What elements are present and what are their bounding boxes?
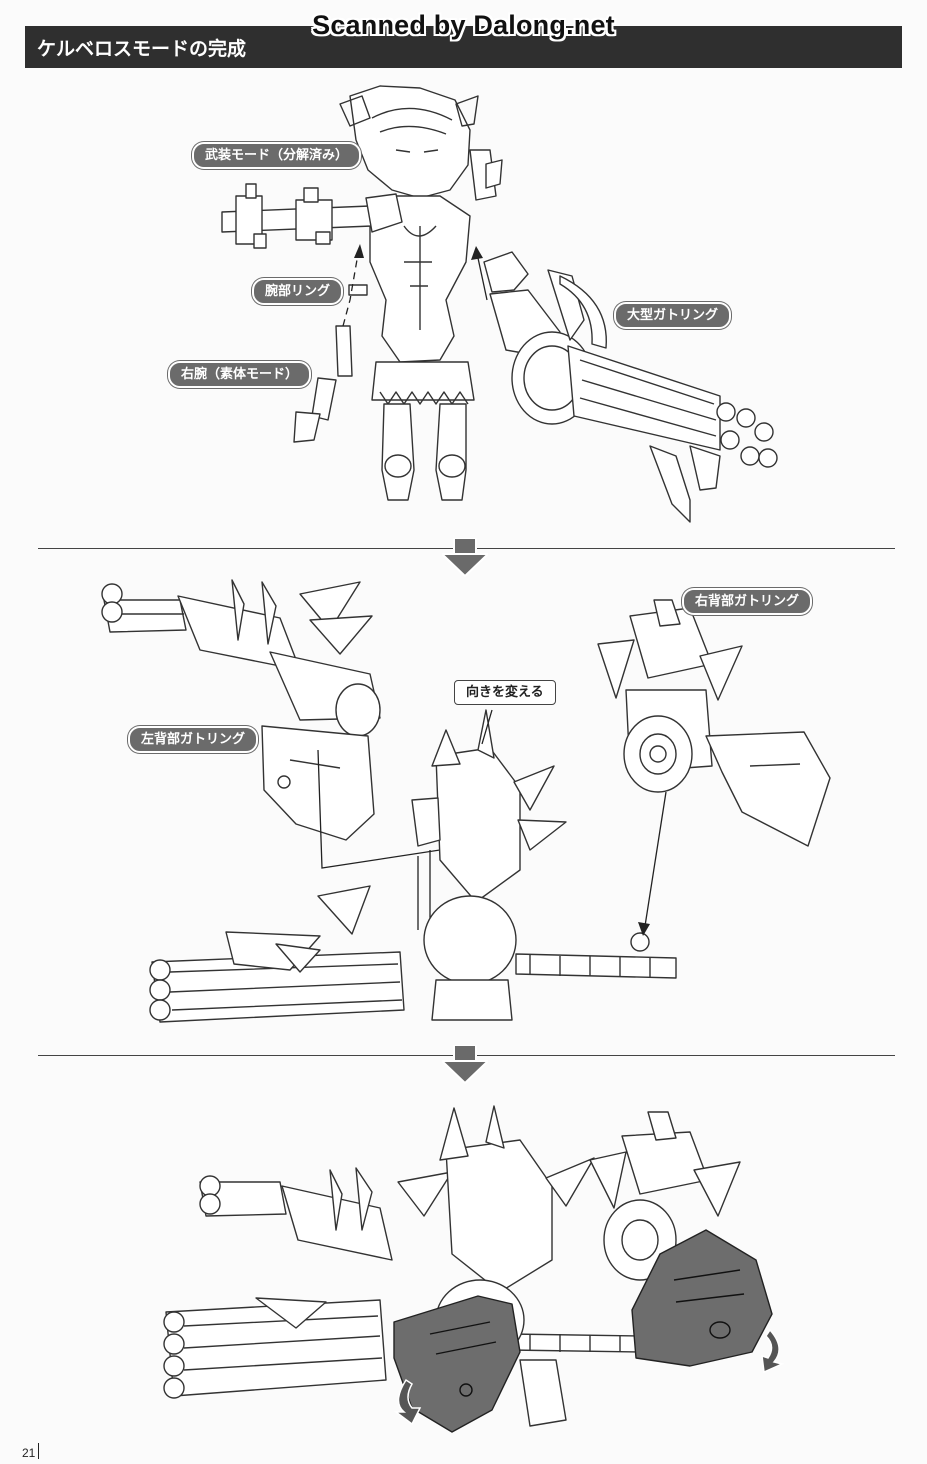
figure-mode-illustration (221, 85, 778, 523)
label-left-back-gatling: 左背部ガトリング (128, 726, 259, 753)
label-arm-ring: 腕部リング (252, 278, 344, 305)
page-title: ケルベロスモードの完成 (37, 38, 247, 60)
label-armed-mode: 武装モード（分解済み） (192, 142, 362, 169)
page-rule (38, 1443, 39, 1459)
arrow-down-icon (442, 538, 488, 578)
scanner-watermark: Scanned by Dalong.net (312, 10, 615, 40)
label-change-direction: 向きを変える (454, 680, 556, 705)
back-gatling-assembly-illustration (101, 579, 831, 1023)
page-number: 21 (22, 1446, 36, 1460)
label-right-back-gatling: 右背部ガトリング (682, 588, 813, 615)
completed-cerberus-mode-illustration (163, 1105, 785, 1433)
label-right-arm: 右腕（素体モード） (168, 361, 312, 388)
arrow-down-icon (442, 1045, 488, 1085)
label-large-gatling: 大型ガトリング (614, 302, 732, 329)
section-header: ケルベロスモードの完成 (25, 26, 902, 68)
